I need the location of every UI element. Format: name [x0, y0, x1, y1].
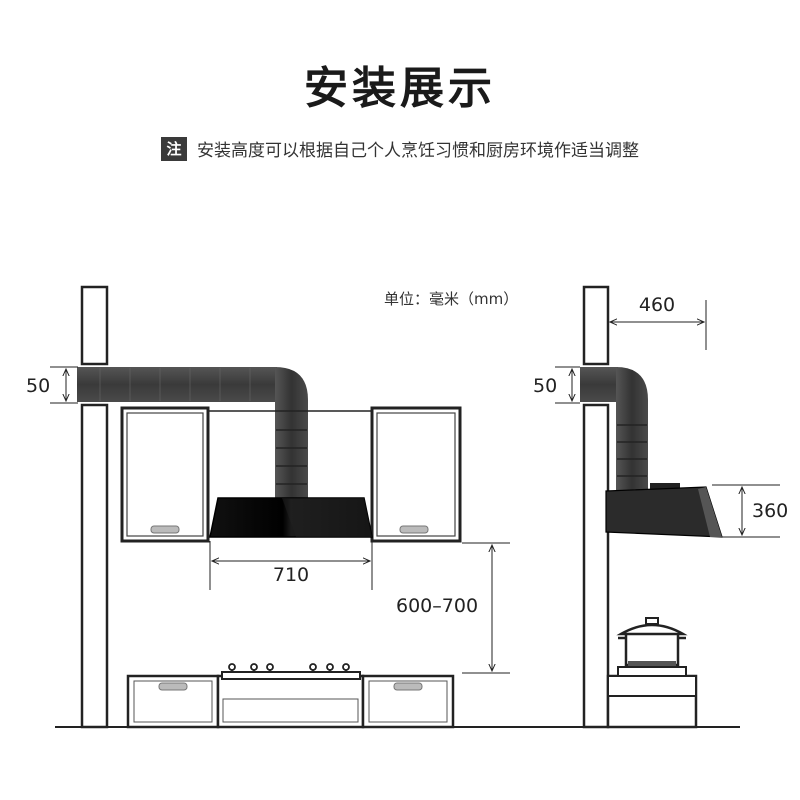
front-wall-lower	[80, 403, 109, 729]
side-wall-lower	[582, 403, 610, 729]
hood-height-above-stove-label: 600–700	[396, 595, 478, 617]
cabinet-handle	[399, 525, 429, 534]
hood-width-label: 710	[273, 564, 309, 586]
side-hood-top	[650, 483, 680, 491]
installation-note: 注 安装高度可以根据自己个人烹饪习惯和厨房环境作适当调整	[0, 136, 800, 161]
front-duct-horizontal	[77, 367, 277, 402]
hood-height-label: 360	[752, 500, 788, 522]
hood-depth-label: 460	[639, 294, 675, 316]
side-duct-elbow	[616, 367, 648, 490]
side-view: 50 460 360	[533, 285, 788, 729]
page-title: 安装展示	[304, 63, 496, 114]
cabinet-handle	[158, 682, 188, 691]
front-wall-gap-label: 50	[26, 375, 50, 397]
cabinet-handle	[150, 525, 180, 534]
front-lower-cabinet-middle	[216, 674, 365, 729]
front-view: 50 710 600–700	[26, 285, 510, 729]
cabinet-handle	[393, 682, 423, 691]
front-cooktop	[221, 671, 361, 680]
side-cooktop	[617, 666, 687, 677]
side-wall-gap-label: 50	[533, 375, 557, 397]
cooking-pot	[616, 617, 688, 667]
side-duct-horizontal	[580, 367, 618, 402]
note-text: 安装高度可以根据自己个人烹饪习惯和厨房环境作适当调整	[197, 141, 639, 161]
front-upper-cabinet-right	[370, 406, 462, 543]
front-wall-upper	[80, 285, 109, 366]
note-badge: 注	[161, 136, 187, 161]
side-wall-upper	[582, 285, 610, 366]
unit-label: 单位：毫米（mm）	[384, 290, 518, 308]
front-duct-elbow	[275, 367, 308, 498]
front-upper-cabinet-left	[120, 406, 210, 543]
